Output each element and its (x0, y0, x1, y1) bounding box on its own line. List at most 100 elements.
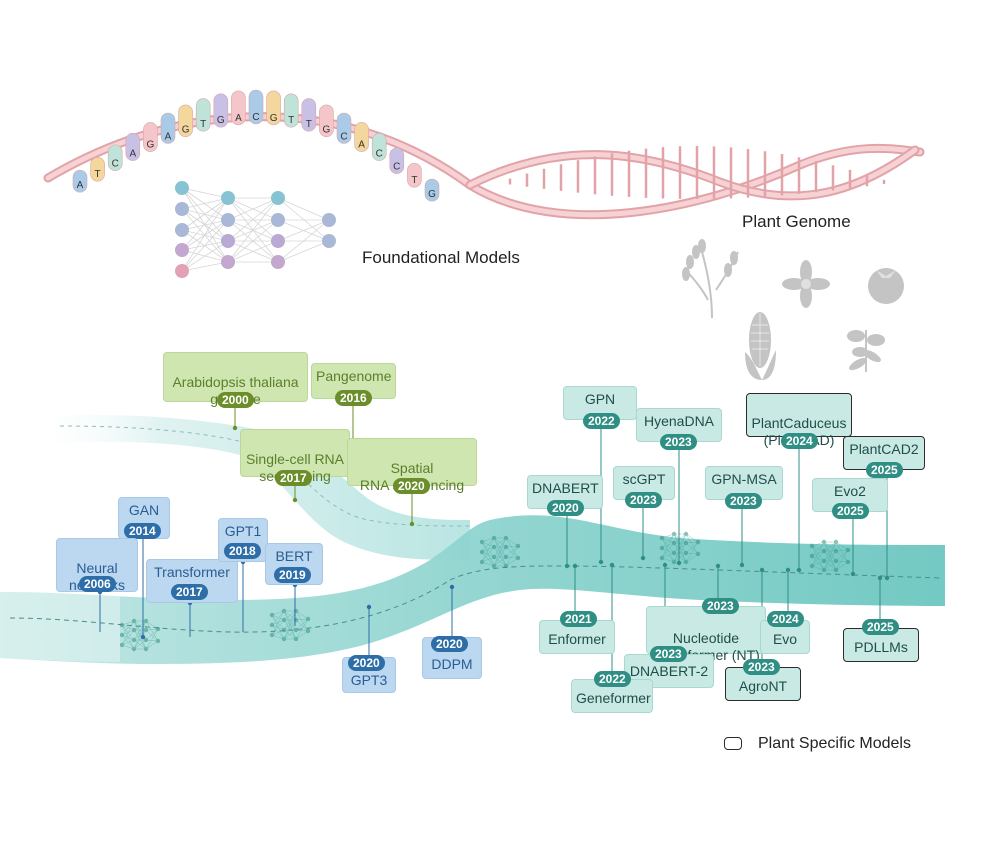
river-fade-left (0, 592, 120, 662)
milestone-name: DDPM (431, 656, 473, 672)
leader-dot (609, 562, 615, 568)
leader-dot (715, 563, 721, 569)
year-badge: 2006 (79, 576, 116, 592)
corn-icon (745, 312, 776, 380)
year-badge: 2023 (625, 492, 662, 508)
dna-backbone-lower-inner (467, 147, 918, 199)
leader-dot (785, 567, 791, 573)
river-network-decoration (269, 608, 311, 642)
dna-base-letter: G (182, 125, 190, 136)
model-name: HyenaDNA (643, 413, 715, 429)
model-name: PlantCAD2 (849, 441, 919, 457)
nn-node (175, 202, 189, 216)
milestone-name: Transformer (154, 564, 230, 580)
dna-base: G (319, 104, 334, 137)
neural-network-icon (175, 181, 336, 278)
leader-dot (449, 584, 455, 590)
dna-base-letter: G (428, 189, 436, 200)
year-badge: 2024 (767, 611, 804, 627)
dna-base-letter: C (393, 162, 400, 173)
leader-dot (640, 555, 646, 561)
nn-edge (227, 219, 279, 263)
model-gpn: GPN (563, 386, 637, 420)
dna-base: T (283, 93, 299, 128)
plant-genome-title: Plant Genome (742, 212, 851, 231)
nn-node (175, 223, 189, 237)
dna-base: T (195, 98, 211, 132)
year-badge: 2000 (217, 392, 254, 408)
model-geneformer: Geneformer (571, 679, 653, 713)
leader-dot (232, 425, 238, 431)
nn-node (221, 213, 235, 227)
model-name: DNABERT (532, 480, 599, 496)
model-pdllms: PDLLMs (843, 628, 919, 662)
river-network-decorations (119, 531, 851, 652)
dna-base: G (266, 90, 281, 126)
leader-dot (140, 634, 146, 640)
nn-edge (277, 219, 330, 263)
leader-dot (796, 567, 802, 573)
dna-base-letter: G (270, 113, 278, 124)
leader-dot (884, 575, 890, 581)
nn-edge (181, 219, 229, 272)
dna-base-letter: C (376, 149, 383, 160)
year-badge: 2023 (660, 434, 697, 450)
leader-dot (759, 567, 765, 573)
year-badge: 2023 (743, 659, 780, 675)
dna-base-letter: G (147, 140, 155, 151)
dna-base-letter: C (252, 112, 259, 123)
milestone-name: BERT (275, 548, 313, 564)
model-name: AgroNT (738, 678, 788, 694)
leader-dot (564, 563, 570, 569)
nn-node (221, 191, 235, 205)
dna-base-letter: G (323, 125, 331, 136)
legend-swatch (724, 737, 742, 750)
nn-edge (181, 187, 229, 199)
model-plantcaduceus: PlantCaduceus (PlantCAD) (746, 393, 852, 448)
dna-base: C (371, 132, 387, 161)
model-name: Enformer (548, 631, 606, 647)
nn-edge (277, 219, 330, 242)
year-badge: 2017 (275, 470, 312, 486)
nn-node (271, 213, 285, 227)
dna-base-letter: T (200, 119, 206, 130)
year-badge: 2025 (866, 462, 903, 478)
year-badge: 2023 (650, 646, 687, 662)
nn-edge (181, 229, 229, 242)
nn-node (221, 234, 235, 248)
dna-base: T (301, 98, 317, 132)
nn-node (175, 243, 189, 257)
nn-node (322, 234, 336, 248)
nn-edge (181, 197, 229, 251)
dna-base: C (336, 112, 352, 144)
nn-node (271, 255, 285, 269)
dna-base-letter: A (358, 140, 365, 151)
model-name: scGPT (622, 471, 666, 487)
dna-base-letter: A (165, 131, 172, 142)
genomics-river (30, 414, 470, 560)
year-badge: 2021 (560, 611, 597, 627)
milestone-transformer: Transformer (146, 559, 238, 603)
nn-edge (181, 197, 229, 231)
leader-dot (877, 575, 883, 581)
leader-dot (572, 563, 578, 569)
tomato-icon (868, 268, 904, 304)
leader-dot (850, 571, 856, 577)
nn-edge (181, 261, 229, 272)
dna-base-letter: T (288, 115, 294, 126)
soybean-icon (847, 330, 885, 372)
nn-node (221, 255, 235, 269)
leader-dot (676, 560, 682, 566)
main-river (0, 515, 945, 664)
year-badge: 2018 (224, 543, 261, 559)
year-badge: 2020 (547, 500, 584, 516)
nn-node (322, 213, 336, 227)
leader-dot (409, 521, 415, 527)
leader-dot (292, 497, 298, 503)
leader-dot (366, 604, 372, 610)
river-network-decoration (119, 618, 161, 652)
timeline-line-genomics (59, 425, 471, 527)
leader-dot (739, 562, 745, 568)
